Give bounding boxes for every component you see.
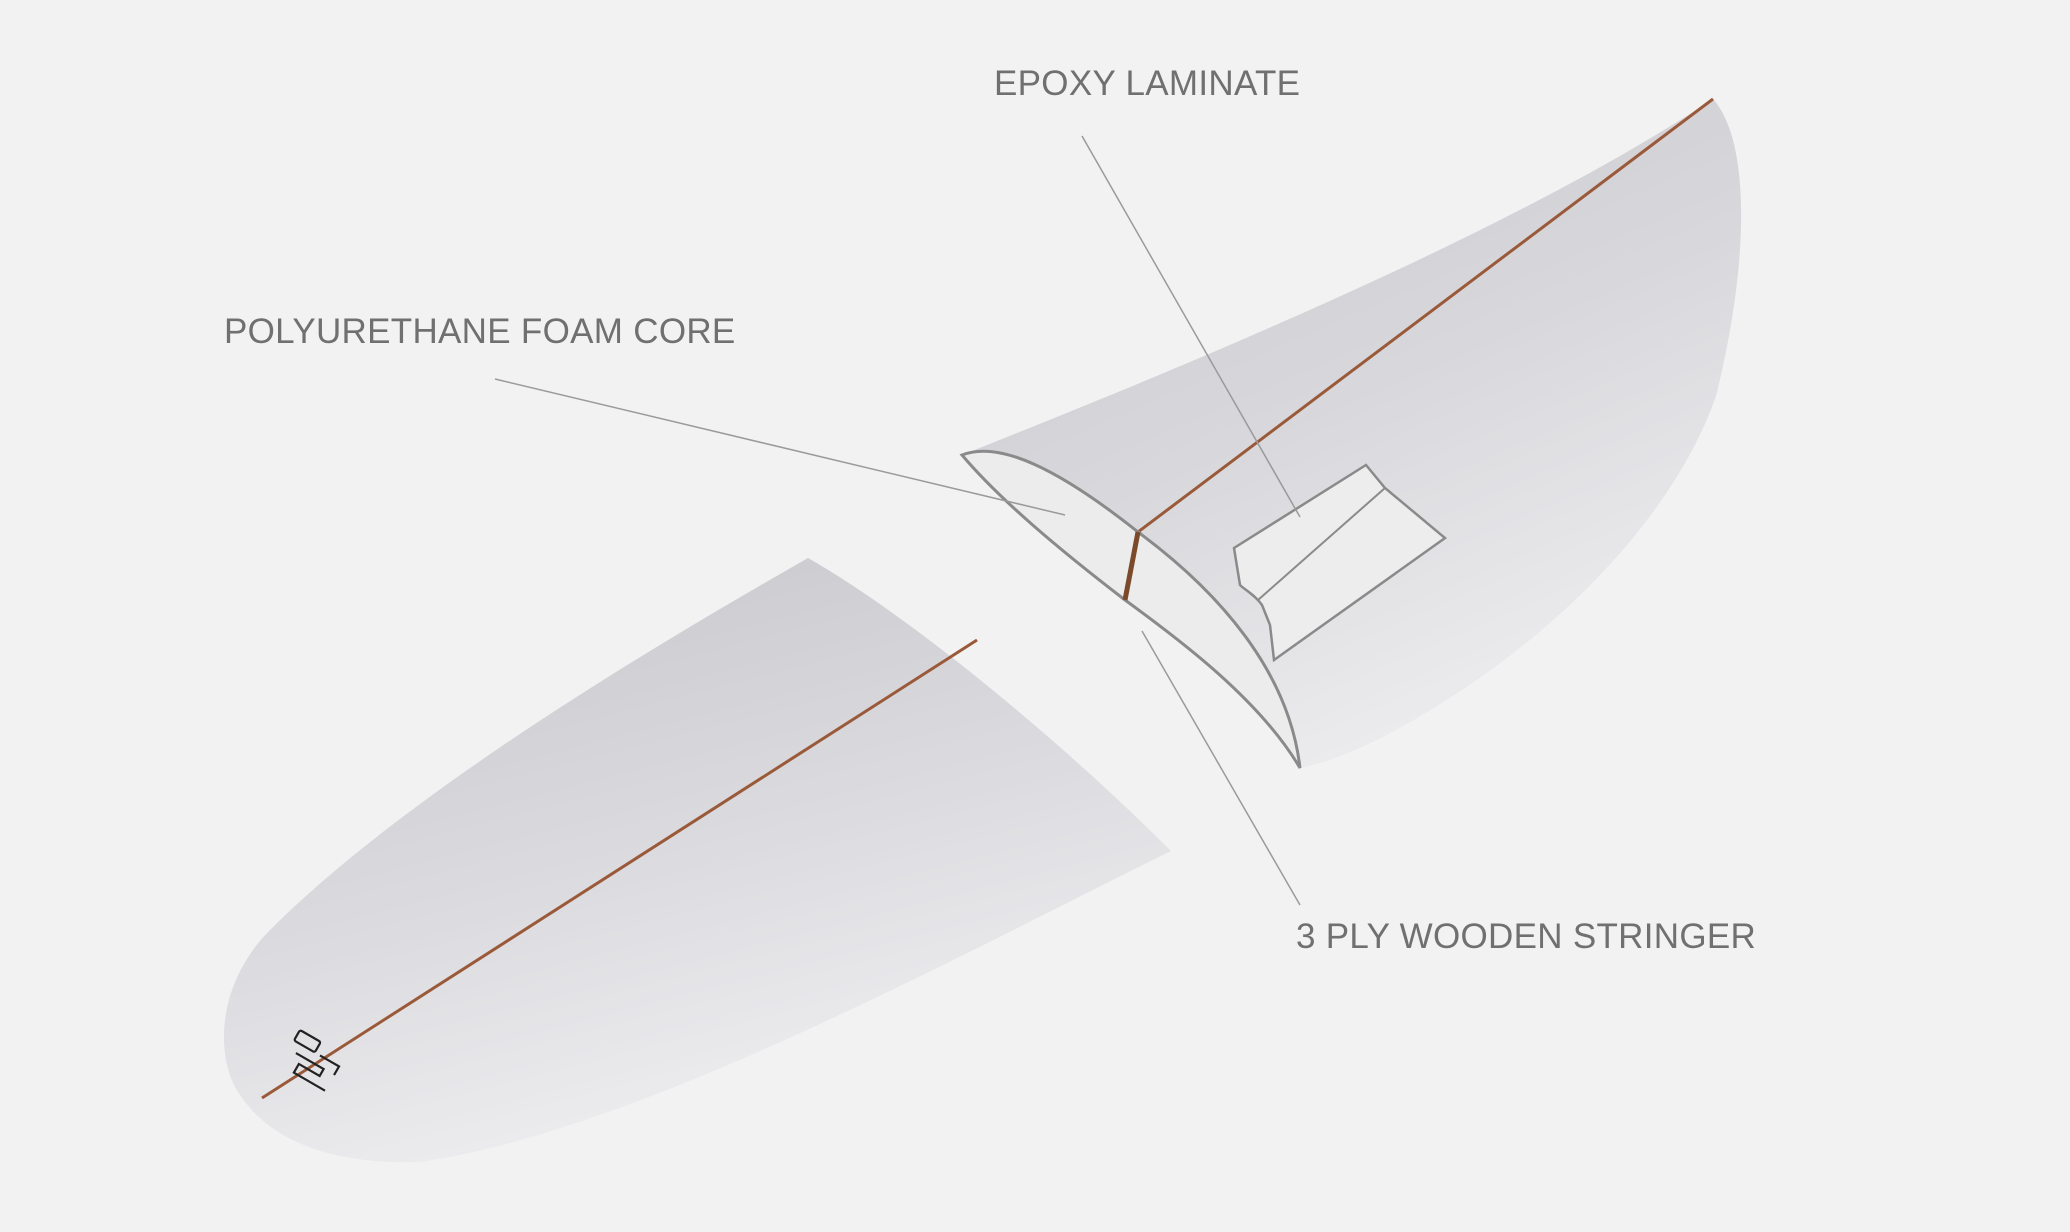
label-epoxy-laminate: EPOXY LAMINATE [994, 64, 1301, 103]
foam-core-cut-face [959, 449, 1302, 769]
epoxy-laminate-layer [1232, 463, 1448, 663]
stringer-nose [1137, 97, 1714, 534]
board-nose-section [962, 99, 1742, 768]
leader-line-stringer [1141, 630, 1301, 906]
stringer-cut-face [1122, 531, 1141, 601]
label-foam-core: POLYURETHANE FOAM CORE [224, 312, 736, 351]
stringer-tail [261, 638, 978, 1100]
epoxy-fold-line [1257, 487, 1386, 601]
hs-logo [292, 1029, 341, 1092]
leader-line-epoxy [1081, 135, 1301, 518]
leader-line-foam [494, 378, 1066, 516]
board-tail-section [223, 558, 1171, 1163]
label-wooden-stringer: 3 PLY WOODEN STRINGER [1296, 917, 1757, 956]
